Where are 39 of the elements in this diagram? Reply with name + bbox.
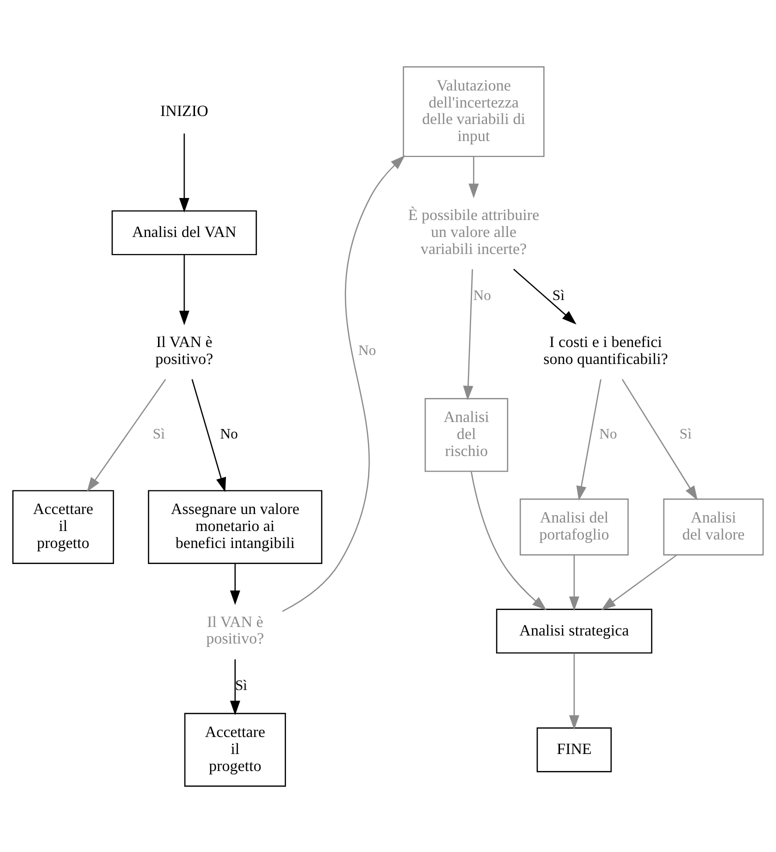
edge-label: No: [358, 342, 376, 359]
edge-label: Sì: [552, 288, 564, 304]
arrow: [569, 554, 580, 610]
node-text: È possibile attribuire un valore alle variabili incerte?: [408, 206, 540, 258]
arrow: [470, 471, 547, 610]
arrow: [576, 378, 602, 500]
node-box: Analisi del rischio: [424, 398, 508, 472]
edge-label: Sì: [152, 426, 165, 442]
node-box: Accettare il progetto: [184, 712, 286, 786]
arrow: [192, 378, 226, 492]
arrow: [230, 658, 240, 715]
edge-label: Sì: [235, 678, 248, 694]
arrow: [282, 154, 405, 612]
arrow: [513, 268, 576, 324]
arrow: [468, 156, 479, 198]
node-box: Analisi del VAN: [112, 210, 257, 255]
edge-label: No: [599, 426, 617, 442]
arrow: [86, 378, 166, 492]
node-box: Analisi del portafoglio: [520, 498, 629, 555]
arrow: [601, 554, 678, 610]
edge-label: Sì: [680, 426, 692, 442]
node-box: Analisi strategica: [496, 608, 652, 654]
node-text: INIZIO: [160, 102, 208, 120]
node-text: Il VAN è positivo?: [155, 334, 214, 368]
node-box: Analisi del valore: [663, 498, 764, 555]
arrow: [569, 652, 580, 730]
node-text: Il VAN è positivo?: [206, 613, 264, 648]
arrow: [622, 378, 698, 500]
node-box: FINE: [536, 726, 612, 772]
arrow: [179, 133, 190, 212]
node-text: I costi e i benefici sono quantificabili?: [543, 334, 668, 368]
node-box: Valutazione dell'incertezza delle variabili di input: [402, 66, 545, 157]
edge-label: No: [473, 288, 492, 304]
edge-label: No: [220, 426, 238, 442]
arrow: [179, 254, 190, 325]
node-box: Assegnare un valore monetario ai benefici intangibili: [148, 490, 322, 564]
arrow: [230, 563, 240, 605]
arrow: [463, 268, 474, 400]
node-box: Accettare il progetto: [12, 490, 114, 564]
